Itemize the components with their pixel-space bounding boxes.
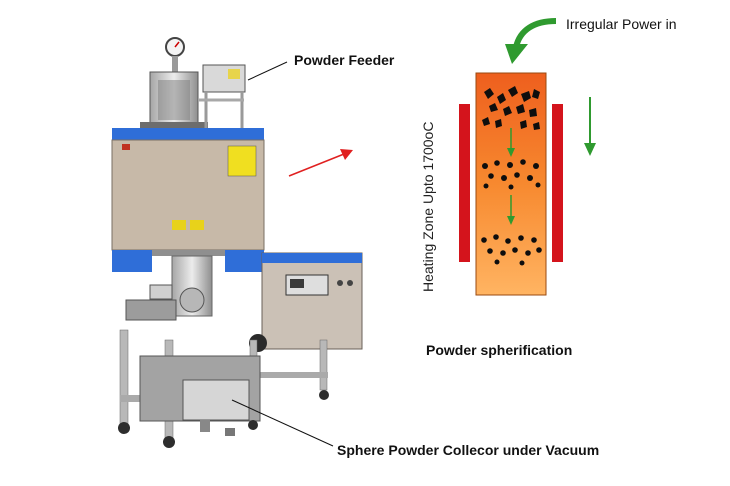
label-irregular-power-in: Irregular Power in — [566, 16, 677, 32]
heating-zone-diagram — [459, 18, 596, 296]
spherifying-particles — [482, 159, 541, 190]
collector-leader-line — [231, 399, 334, 447]
label-heating-zone: Heating Zone Upto 1700oC — [420, 121, 436, 292]
wheel-icon — [118, 422, 130, 434]
label-collector: Sphere Powder Collecor under Vacuum — [337, 442, 600, 458]
wheel-icon — [248, 420, 258, 430]
heater-right — [552, 104, 563, 262]
irregular-particles — [482, 86, 540, 130]
label-powder-feeder: Powder Feeder — [294, 52, 395, 68]
control-box — [261, 252, 363, 350]
spherical-particles — [481, 234, 542, 266]
furnace-machine — [111, 37, 363, 448]
wheel-icon — [163, 436, 175, 448]
green-down-arrow — [584, 97, 596, 156]
feeder-leader-line — [247, 61, 288, 81]
heater-left — [459, 104, 470, 262]
label-powder-spherification: Powder spherification — [426, 342, 573, 358]
red-arrow — [288, 149, 353, 177]
flow-arrows — [507, 128, 515, 225]
power-in-arrow — [505, 18, 557, 64]
wheel-icon — [319, 390, 329, 400]
